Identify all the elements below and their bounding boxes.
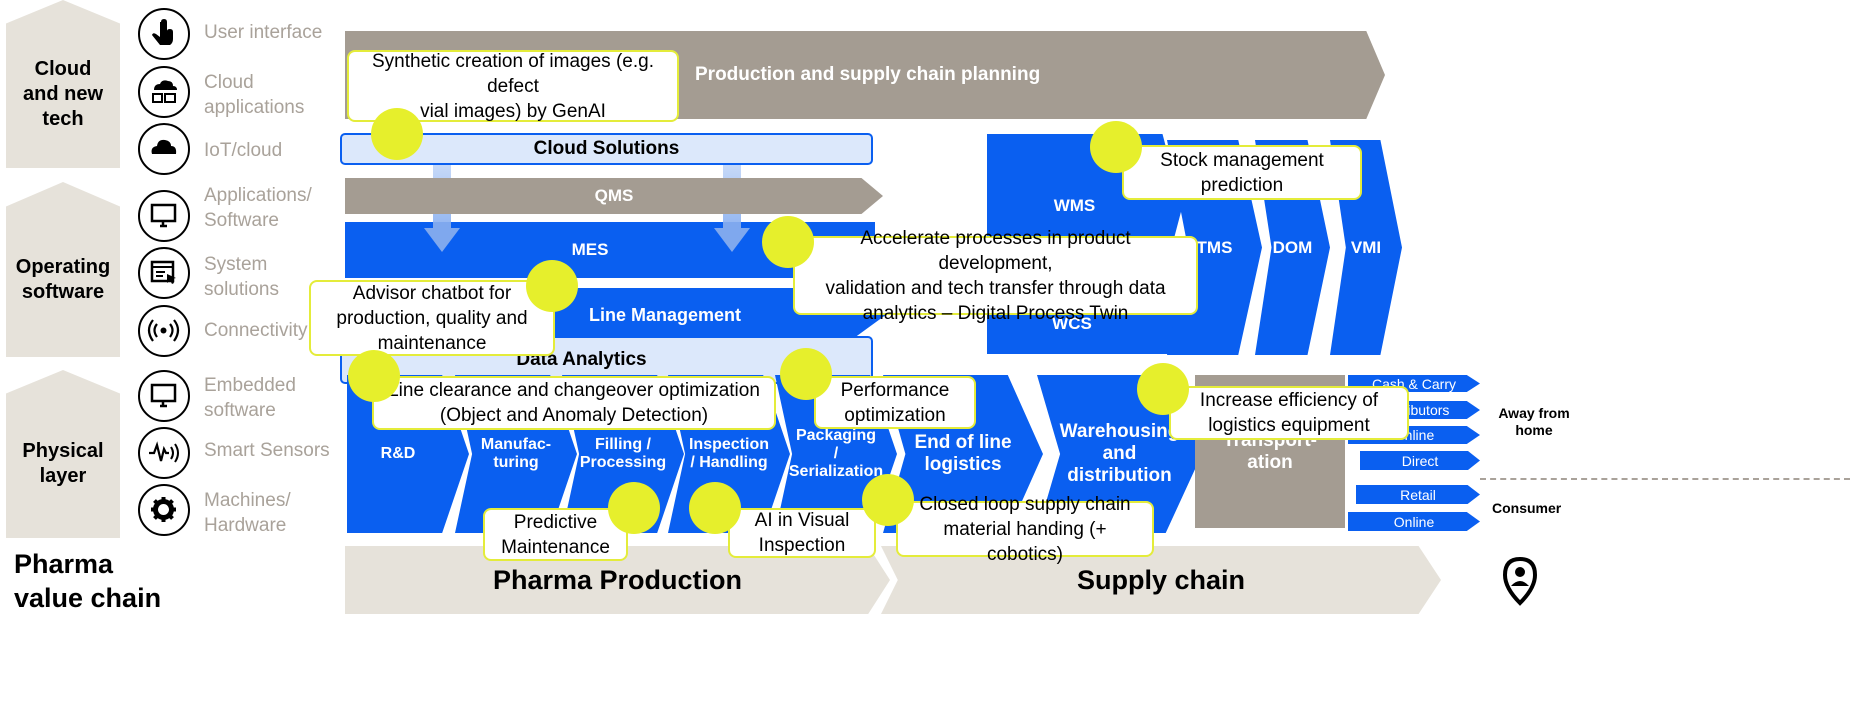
label-machines-hardware: Machines/ Hardware <box>204 490 291 536</box>
label-smart-sensors: Smart Sensors <box>204 440 330 461</box>
monitor-icon <box>138 190 190 242</box>
layer-physical: Physical layer <box>6 370 120 538</box>
window-cursor-icon <box>138 247 190 299</box>
callout-predictive-maintenance: Predictive Maintenance <box>483 508 628 561</box>
marker-dot <box>608 482 660 534</box>
segment-consumer: Consumer <box>1492 500 1562 516</box>
callout-advisor-chatbot: Advisor chatbot for production, quality … <box>309 280 555 356</box>
marker-dot <box>1137 363 1189 415</box>
channel-direct: Direct <box>1360 451 1480 470</box>
location-pin-icon <box>1500 556 1540 606</box>
label-applications: Applications/ Software <box>204 185 312 231</box>
callout-accelerate-processes: Accelerate processes in product developm… <box>793 228 1198 324</box>
cloud-devices-icon <box>138 66 190 118</box>
marker-dot <box>762 216 814 268</box>
callout-performance: Performance optimization <box>814 376 976 429</box>
marker-dot <box>526 260 578 312</box>
band-qms: QMS <box>345 178 883 214</box>
gear-icon <box>138 484 190 536</box>
label-user-interface: User interface <box>204 22 323 43</box>
label-system-solutions: System solutions <box>204 254 279 300</box>
cloud-icon <box>138 123 190 175</box>
marker-dot <box>371 108 423 160</box>
label-iot-cloud: IoT/cloud <box>204 140 283 161</box>
label-connectivity: Connectivity <box>204 320 308 341</box>
label-cloud-applications: Cloud applications <box>204 72 305 118</box>
segment-away: Away from home <box>1498 405 1570 438</box>
marker-dot <box>780 348 832 400</box>
band-supply-chain: Supply chain <box>881 546 1441 614</box>
marker-dot <box>1090 121 1142 173</box>
embedded-monitor-icon <box>138 370 190 422</box>
band-cloud-solutions: Cloud Solutions <box>340 133 873 165</box>
label-embedded-software: Embedded software <box>204 375 296 421</box>
pointer-hand-icon <box>138 8 190 60</box>
sensor-wave-icon <box>138 427 190 479</box>
callout-ai-visual-inspection: AI in Visual Inspection <box>728 508 876 558</box>
layer-cloud: Cloud and new tech <box>6 0 120 168</box>
marker-dot <box>862 474 914 526</box>
callout-line-clearance: Line clearance and changeover optimizati… <box>372 376 776 430</box>
marker-dot <box>348 350 400 402</box>
layer-operating: Operating software <box>6 182 120 357</box>
callout-logistics-efficiency: Increase efficiency of logistics equipme… <box>1169 386 1409 440</box>
connectivity-icon <box>138 305 190 357</box>
marker-dot <box>689 482 741 534</box>
callout-closed-loop: Closed loop supply chain material handin… <box>896 494 1154 565</box>
footer-title: Pharma value chain <box>14 549 162 613</box>
channel-retail: Retail <box>1356 485 1480 504</box>
segment-divider <box>1480 478 1850 480</box>
callout-stock-management: Stock management prediction <box>1122 145 1362 200</box>
channel-online-2: Online <box>1348 512 1480 531</box>
